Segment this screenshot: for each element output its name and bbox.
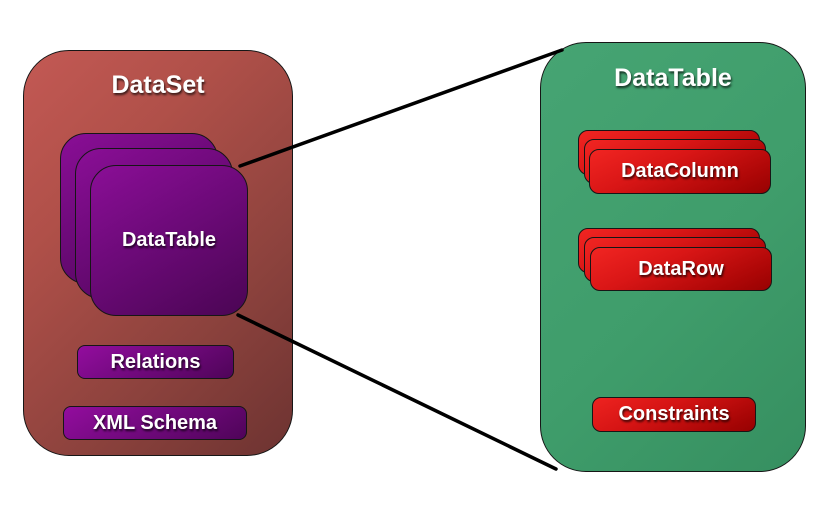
xml-schema-label: XML Schema bbox=[92, 411, 218, 434]
dataset-title: DataSet bbox=[111, 71, 205, 99]
datatable-stack-label: DataTable bbox=[121, 229, 217, 251]
datatable-stack-card-front: DataTable bbox=[90, 165, 248, 316]
relations-node: Relations bbox=[77, 345, 234, 379]
dataset-container: DataSet DataTable Relations XML Schema bbox=[23, 50, 293, 456]
datacolumn-stack-card-front: DataColumn bbox=[589, 149, 771, 194]
datatable-title: DataTable bbox=[614, 64, 732, 92]
datacolumn-label: DataColumn bbox=[621, 160, 739, 182]
xml-schema-node: XML Schema bbox=[63, 406, 247, 440]
datatable-container: DataTable DataColumn DataRow Constraints bbox=[540, 42, 806, 472]
constraints-node: Constraints bbox=[592, 397, 756, 432]
relations-label: Relations bbox=[110, 350, 201, 373]
datarow-label: DataRow bbox=[638, 257, 724, 280]
constraints-label: Constraints bbox=[618, 403, 730, 425]
datarow-stack-card-front: DataRow bbox=[590, 247, 772, 291]
